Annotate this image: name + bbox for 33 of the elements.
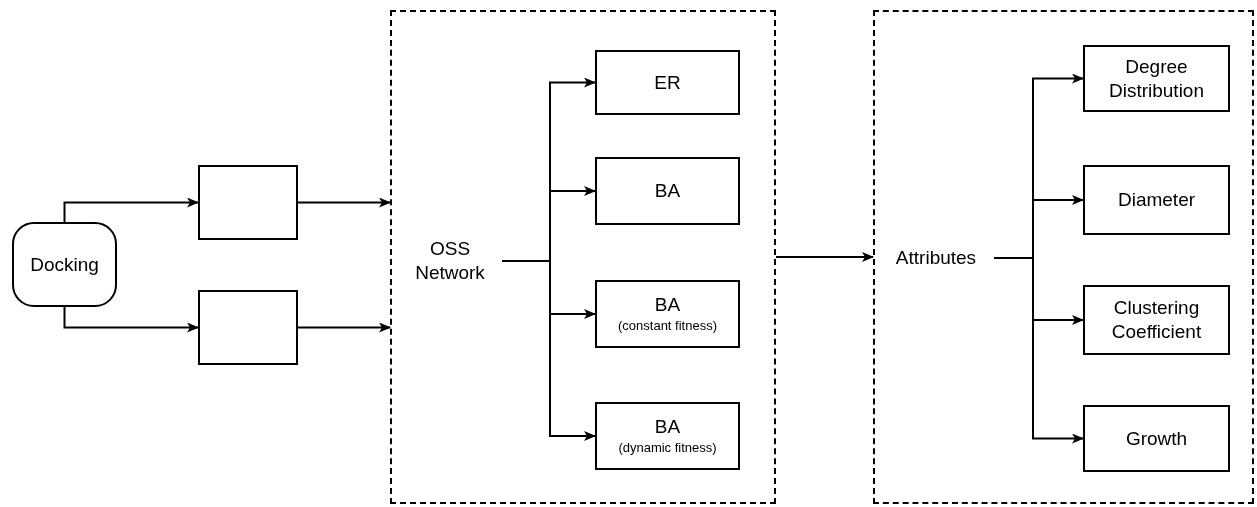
process-box: [1083, 285, 1230, 355]
arrow: [775, 252, 874, 262]
box-label: BA: [654, 293, 681, 317]
text-label: Attributes: [882, 244, 990, 272]
box-sublabel: (dynamic fitness): [618, 439, 717, 457]
box-label: Degree Distribution: [1107, 54, 1205, 103]
arrow: [297, 197, 391, 208]
arrow: [63, 306, 199, 333]
empty-box: [198, 290, 298, 365]
process-box: [595, 50, 740, 115]
process-box: [595, 157, 740, 225]
process-box: [595, 280, 740, 348]
empty-box: [198, 165, 298, 240]
box-label: BA: [654, 179, 681, 203]
arrow: [297, 322, 391, 333]
text-label: OSS Network: [402, 236, 498, 286]
dashed-group-boundary: [390, 10, 776, 504]
box-label: Diameter: [1117, 188, 1196, 212]
process-box: [1083, 405, 1230, 472]
box-label: Docking: [30, 252, 99, 277]
process-box: [1083, 165, 1230, 235]
dashed-group-boundary: [873, 10, 1254, 504]
rounded-box: [12, 222, 117, 307]
process-box: [1083, 45, 1230, 112]
box-label: ER: [654, 70, 681, 95]
process-box: [595, 402, 740, 470]
box-sublabel: (constant fitness): [618, 317, 717, 335]
arrow: [501, 260, 596, 441]
box-label: Growth: [1125, 426, 1188, 451]
box-label: Clustering Coefficient: [1110, 296, 1203, 344]
box-label: BA: [654, 415, 681, 439]
arrow: [993, 257, 1084, 444]
arrow: [63, 197, 199, 223]
